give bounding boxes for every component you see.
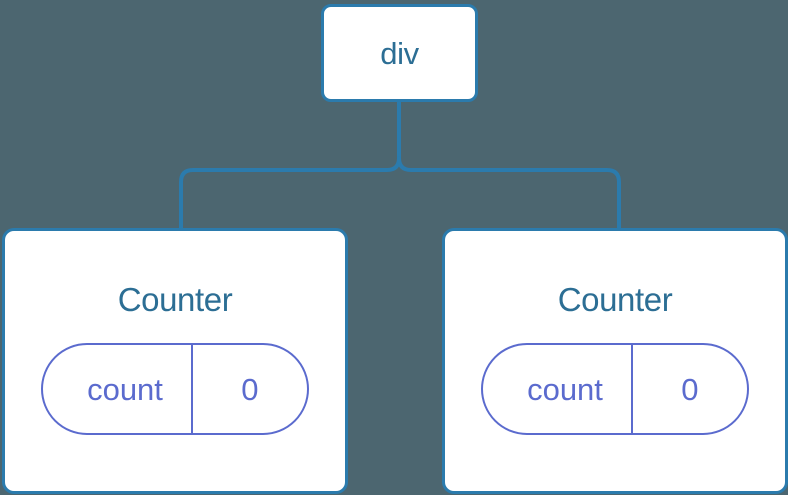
edge-div-to-counter-right xyxy=(397,156,621,230)
state-value-label: 0 xyxy=(190,345,307,433)
node-counter-right-label: Counter xyxy=(557,281,673,318)
state-value-label: 0 xyxy=(630,345,747,433)
node-counter-right[interactable]: Counter count 0 xyxy=(442,228,788,494)
state-key-label: count xyxy=(87,371,163,407)
node-counter-left-label: Counter xyxy=(117,281,233,318)
state-key-label: count xyxy=(527,371,603,407)
node-counter-left[interactable]: Counter count 0 xyxy=(2,228,348,494)
node-div[interactable]: div xyxy=(321,4,478,102)
state-pill-counter-left: count 0 xyxy=(41,343,309,435)
node-div-label: div xyxy=(380,35,419,71)
edge-div-to-counter-left xyxy=(179,156,401,230)
state-pill-counter-right: count 0 xyxy=(481,343,749,435)
